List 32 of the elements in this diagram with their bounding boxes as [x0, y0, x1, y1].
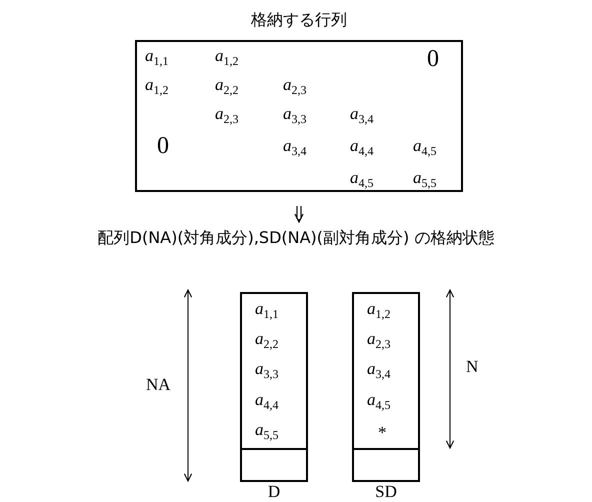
- matrix-entry: a$_{3,4}$: [350, 105, 374, 125]
- matrix-entry: a$_{4,5}$: [367, 391, 390, 411]
- matrix-entry: a$_{4,4}$: [255, 391, 278, 411]
- matrix-entry: a$_{2,2}$: [215, 76, 238, 96]
- matrix-entry: a$_{4,5}$: [413, 137, 436, 157]
- matrix-entry: a$_{1,1}$: [145, 47, 168, 67]
- zero-entry: 0: [427, 47, 439, 71]
- array-name: SD: [374, 483, 398, 500]
- matrix-entry: a$_{2,2}$: [255, 330, 278, 350]
- matrix-entry: a$_{3,4}$: [367, 360, 390, 380]
- matrix-entry: a$_{2,3}$: [367, 330, 390, 350]
- dimension-label: NA: [146, 376, 171, 393]
- matrix-entry: *: [378, 424, 386, 441]
- matrix-entry: a$_{2,3}$: [283, 76, 306, 96]
- matrix-entry: a$_{5,5}$: [255, 421, 278, 441]
- matrix-entry: a$_{2,3}$: [215, 105, 238, 125]
- heading: 格納する行列: [250, 10, 348, 31]
- matrix-entry: a$_{5,5}$: [413, 169, 436, 189]
- zero-entry: 0: [157, 134, 169, 158]
- matrix-entry: a$_{3,3}$: [283, 105, 306, 125]
- matrix-entry: a$_{3,4}$: [283, 137, 306, 157]
- matrix-entry: a$_{1,1}$: [255, 300, 278, 320]
- double-arrow: [294, 205, 304, 223]
- dimension-label: N: [466, 358, 478, 375]
- matrix-entry: a$_{4,5}$: [350, 169, 374, 189]
- matrix-entry: a$_{1,2}$: [215, 47, 238, 67]
- array-name: D: [266, 483, 282, 500]
- matrix-entry: a$_{3,3}$: [255, 360, 278, 380]
- heading: 配列D(NA)(対角成分),SD(NA)(副対角成分) の格納状態: [96, 228, 496, 249]
- matrix-entry: a$_{1,2}$: [367, 300, 390, 320]
- matrix-entry: a$_{4,4}$: [350, 137, 374, 157]
- matrix-entry: a$_{1,2}$: [145, 76, 168, 96]
